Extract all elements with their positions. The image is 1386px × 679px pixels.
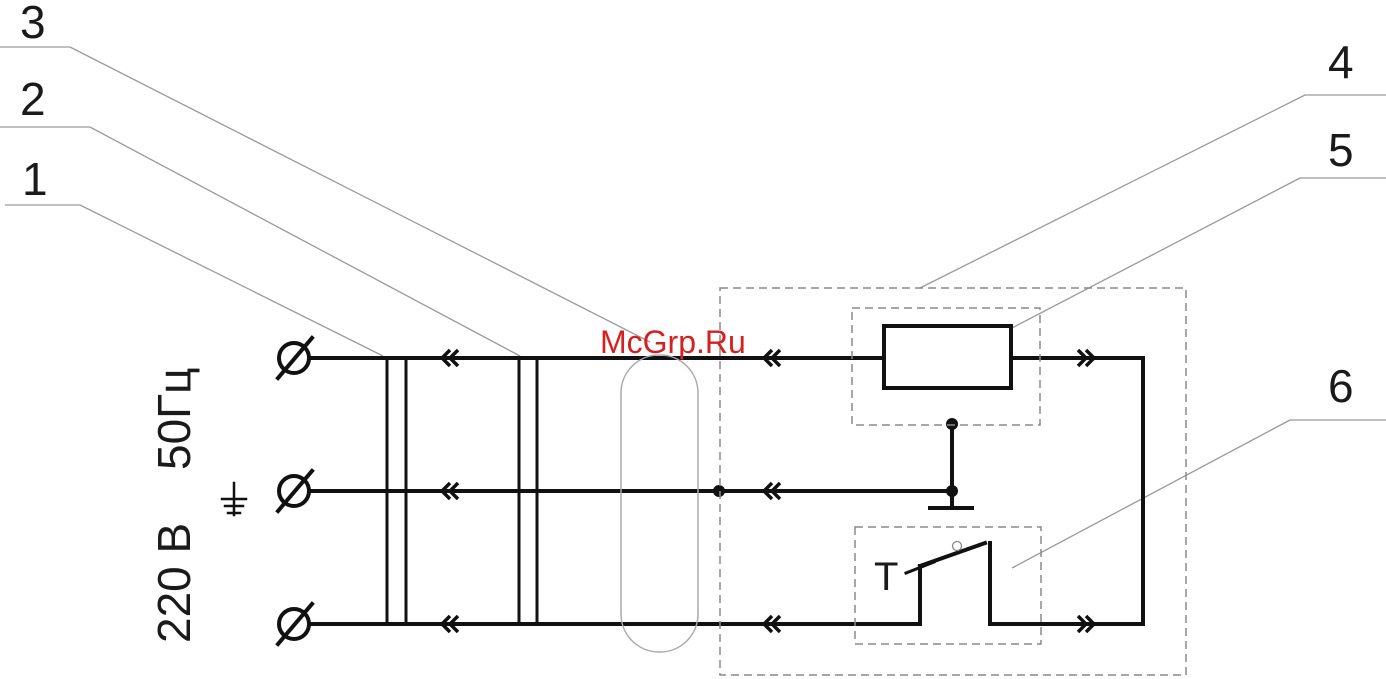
wires — [309, 358, 1143, 624]
callout-5: 5 — [1328, 124, 1354, 176]
connector-chevrons-right — [1078, 350, 1094, 632]
watermark: McGrp.Ru — [600, 324, 746, 360]
callout-3: 3 — [20, 0, 46, 48]
callout-6: 6 — [1328, 360, 1354, 412]
callout-2: 2 — [20, 73, 46, 125]
callout-1: 1 — [22, 153, 48, 205]
supply-voltage-label: 220 В — [148, 523, 200, 643]
callout-4: 4 — [1328, 36, 1354, 88]
thermostat-switch — [906, 542, 990, 625]
junction-dots — [713, 418, 958, 497]
terminal-middle — [278, 471, 312, 511]
terminal-top — [278, 338, 312, 378]
ac-dc-symbol-icon — [222, 483, 246, 515]
heating-element — [884, 326, 1011, 388]
cable-sheath — [621, 355, 698, 652]
thermostat-label: T — [874, 555, 898, 599]
terminal-bottom — [278, 604, 312, 644]
supply-frequency-label: 50Гц — [148, 368, 200, 470]
